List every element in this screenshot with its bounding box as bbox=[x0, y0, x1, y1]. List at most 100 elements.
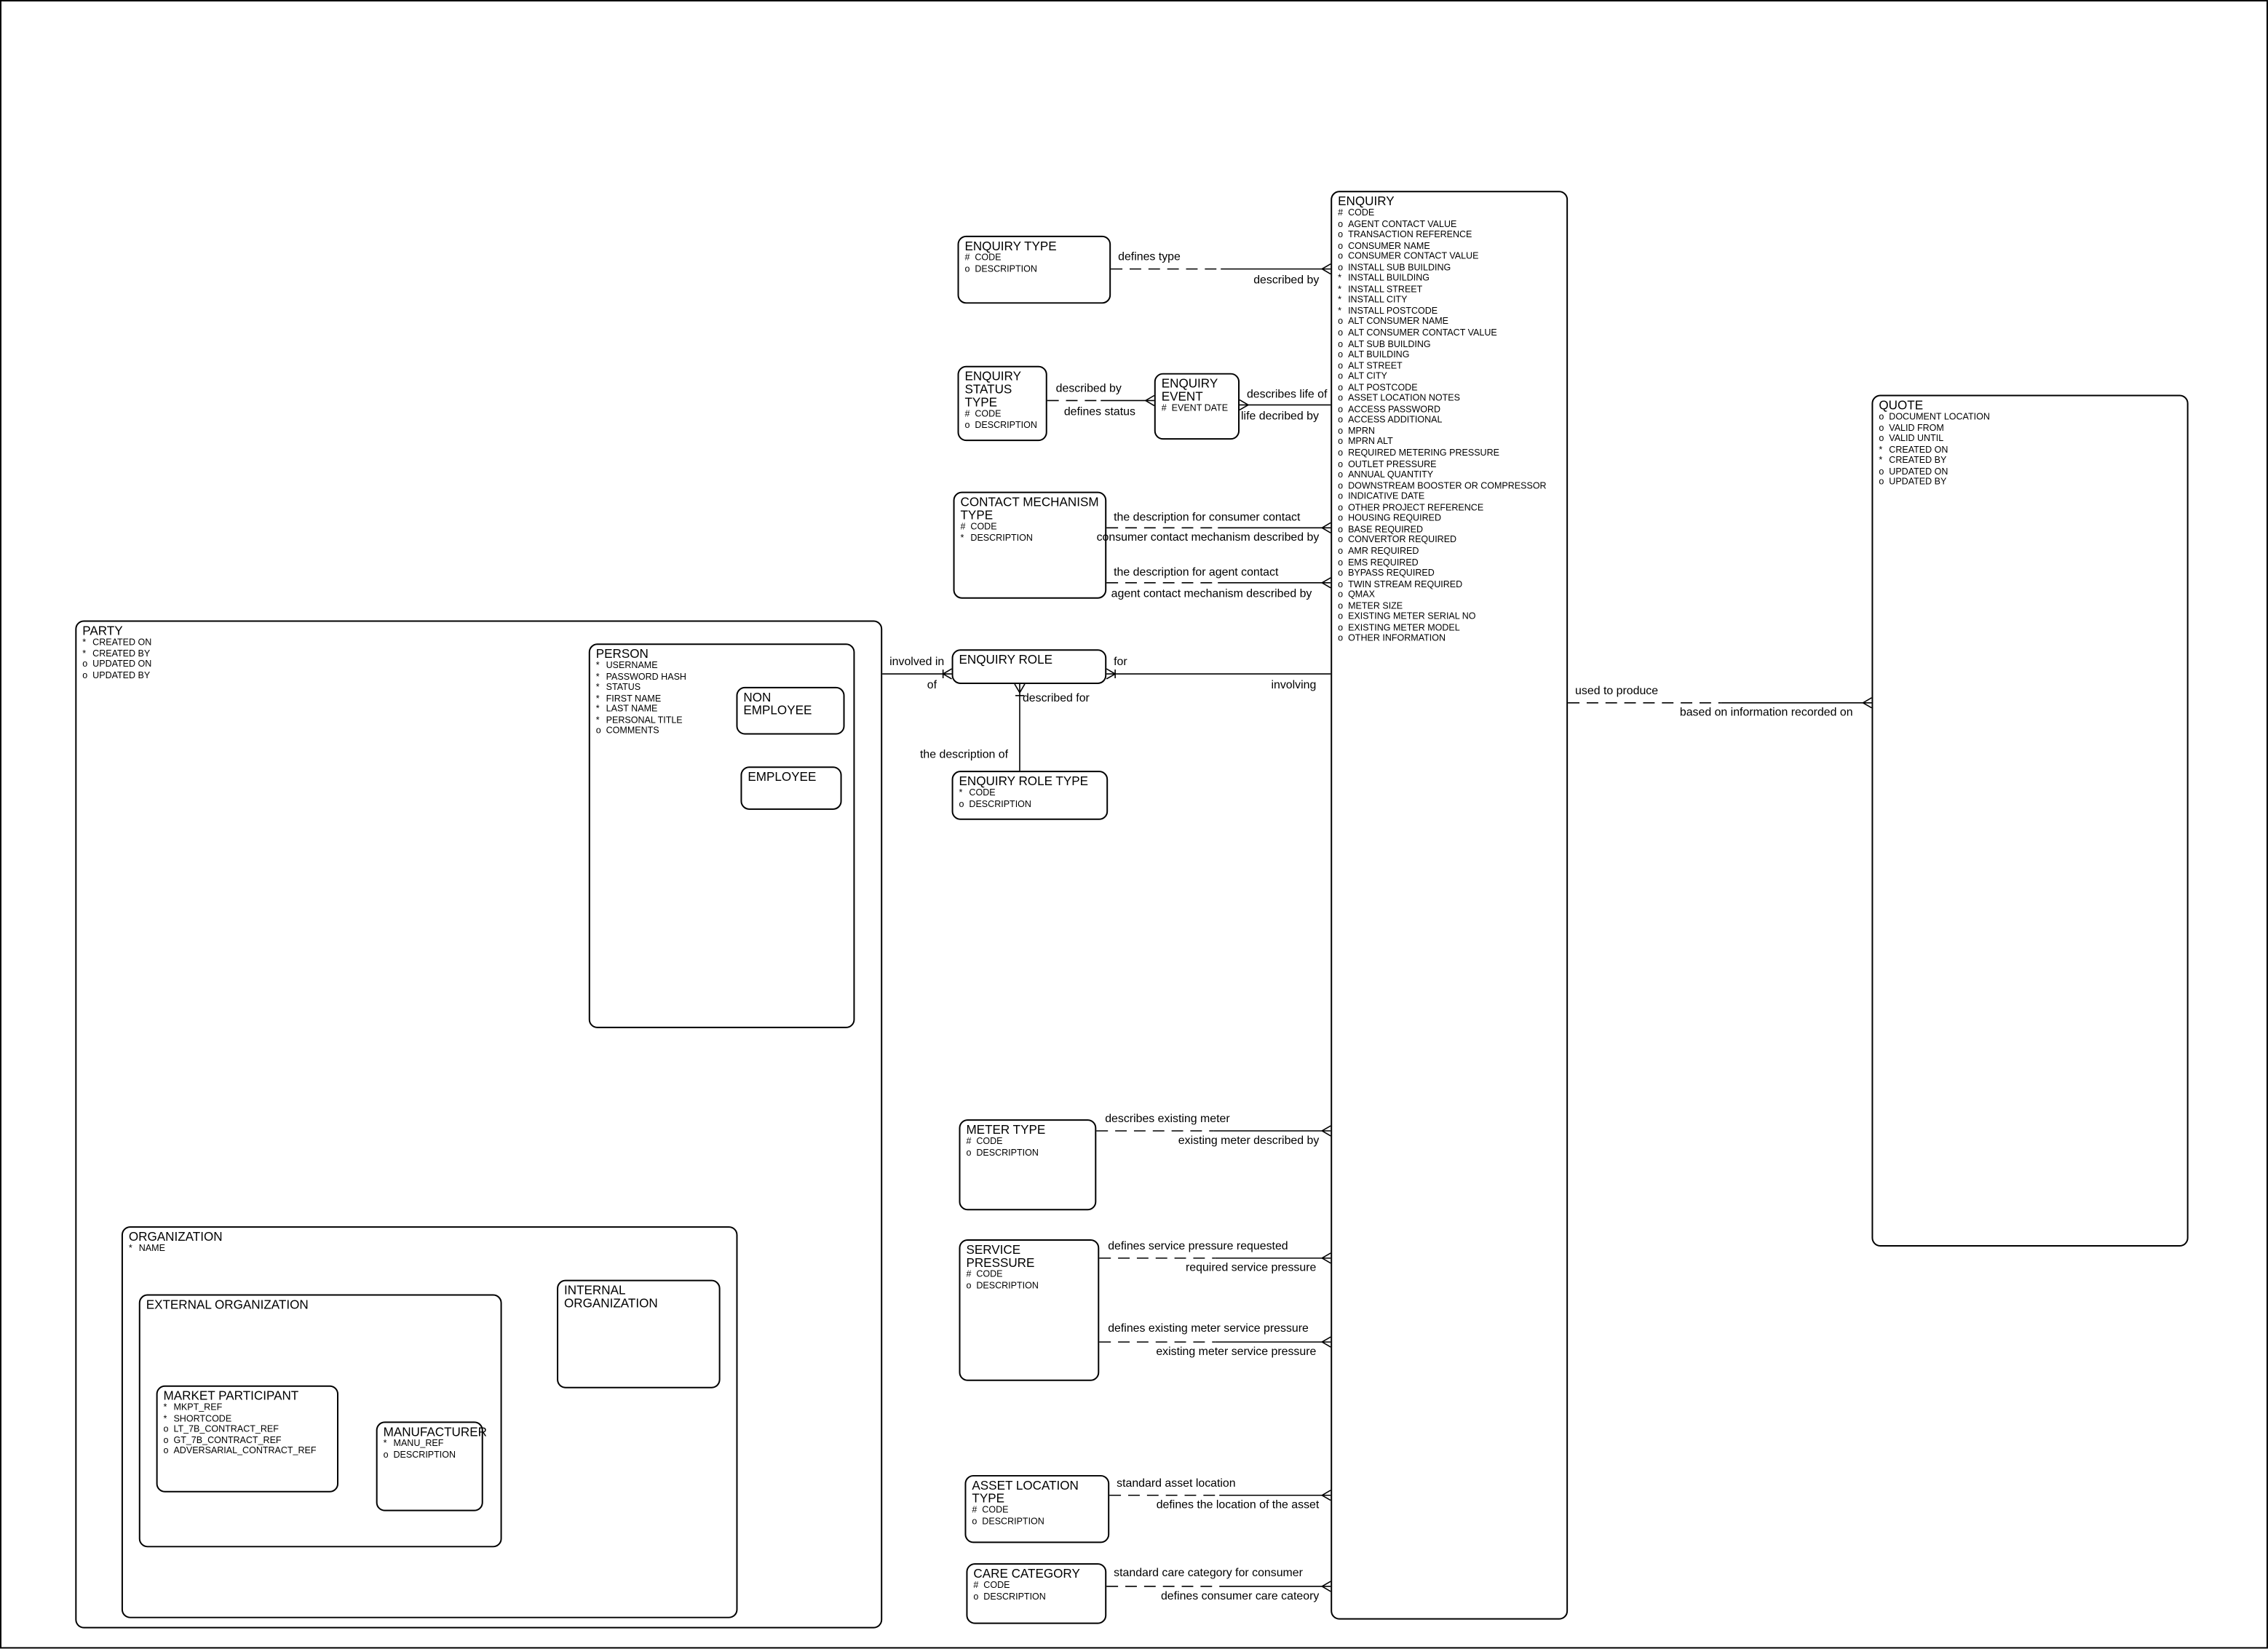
crows-foot-icon bbox=[1321, 527, 1331, 533]
relationship-label: life decribed by bbox=[1241, 409, 1319, 423]
attribute-marker: # bbox=[1338, 208, 1344, 219]
entity-title: PARTY bbox=[82, 623, 123, 638]
entity-attribute: *CREATED BY bbox=[82, 648, 875, 659]
attribute-name: FIRST NAME bbox=[606, 694, 662, 704]
entity-attribute: *MANU_REF bbox=[384, 1439, 476, 1450]
entity-attribute: *MKPT_REF bbox=[164, 1403, 332, 1414]
entity-enquiry-role[interactable]: ENQUIRY ROLE bbox=[951, 649, 1107, 684]
crows-foot-icon bbox=[1014, 683, 1020, 694]
attribute-marker: * bbox=[1338, 295, 1342, 306]
crows-foot-icon bbox=[1321, 1336, 1331, 1343]
attribute-marker: o bbox=[966, 1280, 972, 1291]
attribute-marker: * bbox=[1338, 274, 1342, 285]
attribute-name: ALT SUB BUILDING bbox=[1348, 339, 1431, 350]
attribute-name: LAST NAME bbox=[606, 704, 658, 715]
crows-foot-icon bbox=[943, 668, 952, 675]
attribute-name: TWIN STREAM REQUIRED bbox=[1348, 579, 1463, 589]
entity-internal-organization[interactable]: INTERNAL ORGANIZATION bbox=[557, 1279, 721, 1388]
relationship-label: defines existing meter service pressure bbox=[1108, 1322, 1309, 1335]
attribute-marker: * bbox=[1338, 306, 1342, 317]
attribute-marker: * bbox=[595, 661, 600, 672]
entity-contact-mechanism-type[interactable]: CONTACT MECHANISM TYPE#CODE*DESCRIPTION bbox=[953, 491, 1107, 599]
relationship-label: required service pressure bbox=[1185, 1260, 1317, 1274]
entity-non-employee[interactable]: NON EMPLOYEE bbox=[736, 686, 845, 735]
attribute-name: VALID FROM bbox=[1889, 423, 1944, 434]
attribute-name: GT_7B_CONTRACT_REF bbox=[173, 1435, 282, 1446]
attribute-marker: * bbox=[595, 715, 600, 726]
relationship-label: described by bbox=[1253, 273, 1320, 287]
attribute-name: TRANSACTION REFERENCE bbox=[1348, 230, 1472, 241]
crows-foot-icon bbox=[1321, 1581, 1331, 1587]
attribute-marker: * bbox=[595, 672, 600, 683]
attribute-marker: * bbox=[163, 1413, 167, 1424]
attribute-name: SHORTCODE bbox=[173, 1413, 232, 1424]
crows-foot-icon bbox=[1321, 1125, 1331, 1132]
attribute-name: EXISTING METER SERIAL NO bbox=[1348, 612, 1476, 622]
attribute-marker: o bbox=[1338, 568, 1344, 579]
attribute-marker: o bbox=[1338, 383, 1344, 394]
attribute-name: AGENT CONTACT VALUE bbox=[1348, 219, 1457, 230]
attribute-marker: o bbox=[1338, 547, 1344, 557]
entity-attribute: *USERNAME bbox=[596, 661, 848, 672]
relationship-label: standard care category for consumer bbox=[1114, 1566, 1303, 1580]
attribute-name: BASE REQUIRED bbox=[1348, 525, 1424, 535]
entity-attribute: o EMS REQUIRED bbox=[1338, 557, 1561, 568]
entity-title: ORGANIZATION bbox=[128, 1229, 223, 1244]
crows-foot-icon bbox=[1321, 1257, 1331, 1264]
entity-title: QUOTE bbox=[1879, 397, 1924, 413]
attribute-marker: o bbox=[1338, 514, 1344, 524]
attribute-name: INDICATIVE DATE bbox=[1348, 492, 1425, 502]
attribute-name: DESCRIPTION bbox=[969, 799, 1031, 809]
attribute-marker: o bbox=[1338, 252, 1344, 263]
entity-enquiry-event[interactable]: ENQUIRY EVENT#EVENT DATE bbox=[1154, 373, 1240, 440]
crows-foot-icon bbox=[1321, 1341, 1331, 1348]
relationship-label: based on information recorded on bbox=[1679, 705, 1853, 719]
attribute-marker: o bbox=[1338, 557, 1344, 568]
attribute-marker: o bbox=[959, 799, 964, 809]
entity-attribute: o DESCRIPTION bbox=[959, 799, 1101, 810]
relationship-label: existing meter described by bbox=[1178, 1133, 1320, 1147]
relationship-label: involving bbox=[1271, 678, 1317, 691]
entity-attribute: #CODE bbox=[972, 1506, 1102, 1517]
attribute-name: DESCRIPTION bbox=[970, 533, 1033, 544]
attribute-name: EMS REQUIRED bbox=[1348, 557, 1419, 568]
relationship-label: of bbox=[927, 678, 937, 691]
attribute-marker: o bbox=[1879, 466, 1884, 477]
crows-foot-icon bbox=[1863, 697, 1872, 704]
attribute-marker: * bbox=[960, 533, 964, 544]
attribute-name: CREATED BY bbox=[92, 648, 151, 659]
entity-attribute: *FIRST NAME bbox=[596, 694, 848, 704]
entity-employee[interactable]: EMPLOYEE bbox=[740, 766, 842, 810]
entity-title: METER TYPE bbox=[966, 1122, 1046, 1137]
